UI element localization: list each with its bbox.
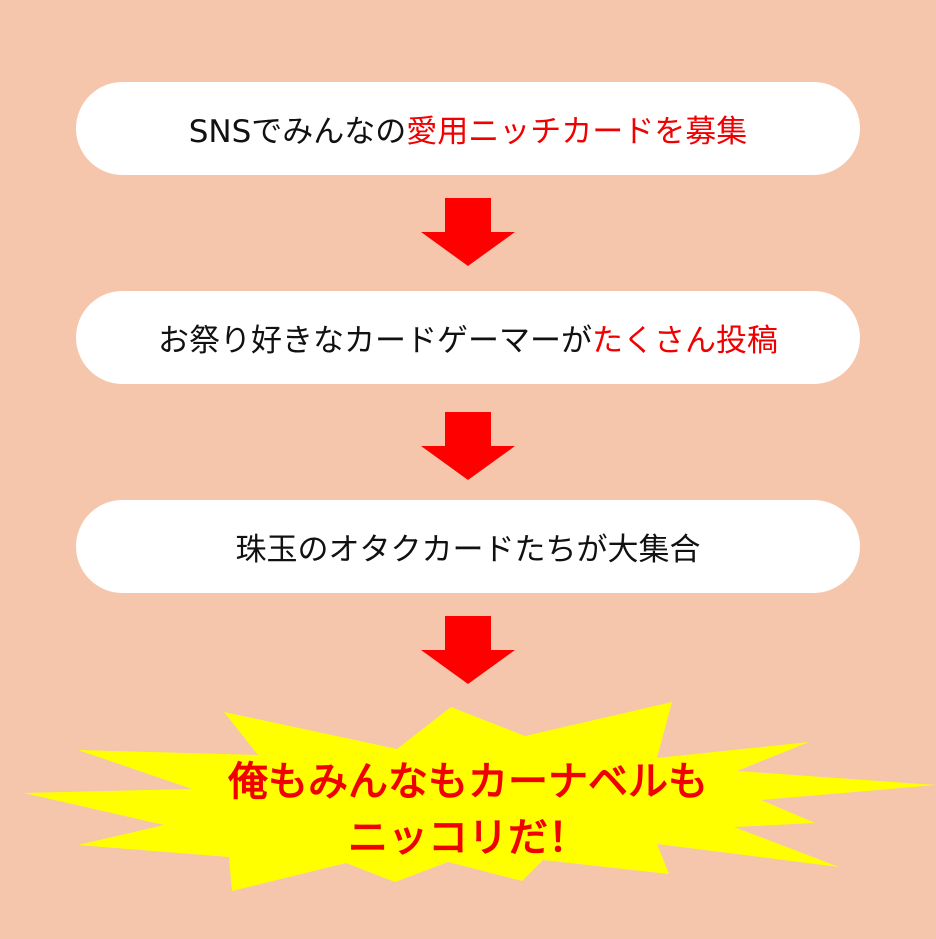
conclusion-line-1: 俺もみんなもカーナベルも	[228, 759, 708, 805]
step-box-1: SNSでみんなの愛用ニッチカードを募集	[76, 82, 860, 175]
step-box-2: お祭り好きなカードゲーマーがたくさん投稿	[76, 291, 860, 384]
step-highlight: 愛用ニッチカードを募集	[406, 114, 748, 150]
step-text: お祭り好きなカードゲーマーが	[158, 323, 592, 359]
step-text: SNSでみんなの	[188, 114, 407, 150]
down-arrow-icon	[421, 198, 515, 266]
conclusion-line-2: ニッコリだ！	[348, 815, 588, 861]
conclusion-text: 俺もみんなもカーナベルも ニッコリだ！	[0, 754, 936, 866]
step-highlight: たくさん投稿	[592, 323, 778, 359]
step-box-3: 珠玉のオタクカードたちが大集合	[76, 500, 860, 593]
step-text: 珠玉のオタクカードたちが大集合	[235, 532, 701, 568]
down-arrow-icon	[421, 616, 515, 684]
starburst-shape	[24, 702, 936, 891]
down-arrow-icon	[421, 412, 515, 480]
